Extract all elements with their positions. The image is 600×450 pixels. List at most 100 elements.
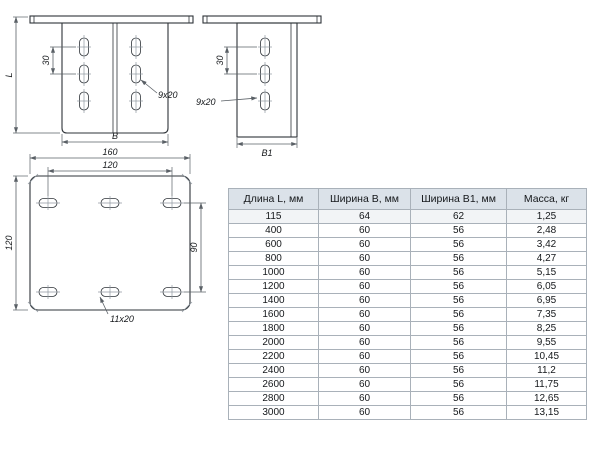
- slot-callout-side-label: 9x20: [196, 97, 216, 107]
- table-cell: 56: [410, 293, 507, 308]
- table-cell: 9,55: [506, 335, 587, 350]
- table-header-row: Длина L, мм Ширина B, мм Ширина B1, мм М…: [228, 188, 587, 210]
- table-cell: 60: [318, 279, 411, 294]
- dim-120-left: 120: [4, 175, 28, 311]
- table-header-width-b1: Ширина B1, мм: [410, 188, 507, 210]
- table-cell: 60: [318, 377, 411, 392]
- dim-L-label: L: [4, 72, 14, 77]
- table-cell: 800: [228, 251, 319, 266]
- spec-table: Длина L, мм Ширина B, мм Ширина B1, мм М…: [228, 188, 587, 420]
- table-cell: 2400: [228, 363, 319, 378]
- table-cell: 60: [318, 293, 411, 308]
- table-cell: 60: [318, 363, 411, 378]
- table-cell: 56: [410, 405, 507, 420]
- side-flange-outline: [202, 15, 322, 24]
- dim-120-top: 120: [47, 160, 173, 196]
- table-cell: 2000: [228, 335, 319, 350]
- table-cell: 2200: [228, 349, 319, 364]
- table-cell: 7,35: [506, 307, 587, 322]
- table-cell: 60: [318, 251, 411, 266]
- table-cell: 6,05: [506, 279, 587, 294]
- table-cell: 56: [410, 279, 507, 294]
- table-cell: 56: [410, 223, 507, 238]
- dim-90: 90: [184, 202, 206, 293]
- dim-30-side-label: 30: [215, 55, 225, 65]
- table-cell: 1200: [228, 279, 319, 294]
- side-slots: [257, 34, 273, 114]
- table-cell: 3000: [228, 405, 319, 420]
- table-cell: 60: [318, 349, 411, 364]
- front-view: 30 L B 9x20: [4, 15, 194, 146]
- dim-L: L: [4, 16, 60, 134]
- table-cell: 60: [318, 223, 411, 238]
- table-cell: 2800: [228, 391, 319, 406]
- dim-30-side: 30: [215, 46, 257, 75]
- table-cell: 12,65: [506, 391, 587, 406]
- table-cell: 2600: [228, 377, 319, 392]
- table-cell: 60: [318, 405, 411, 420]
- table-cell: 5,15: [506, 265, 587, 280]
- side-body-outline: [236, 22, 298, 138]
- slot-callout-side: 9x20: [196, 96, 258, 107]
- table-cell: 400: [228, 223, 319, 238]
- table-cell: 13,15: [506, 405, 587, 420]
- dim-120-left-label: 120: [4, 235, 14, 250]
- table-cell: 11,2: [506, 363, 587, 378]
- table-header-mass: Масса, кг: [506, 188, 587, 210]
- slot-callout-front-label: 9x20: [158, 90, 178, 100]
- table-cell: 56: [410, 335, 507, 350]
- front-flange-outline: [29, 15, 194, 24]
- dim-160: 160: [29, 147, 191, 174]
- table-cell: 6,95: [506, 293, 587, 308]
- table-cell: 60: [318, 265, 411, 280]
- front-slots: [76, 34, 144, 114]
- table-cell: 8,25: [506, 321, 587, 336]
- table-cell: 56: [410, 363, 507, 378]
- plan-plate-outline: [29, 175, 191, 311]
- table-cell: 1400: [228, 293, 319, 308]
- table-cell: 115: [228, 209, 319, 224]
- table-cell: 1000: [228, 265, 319, 280]
- slot-callout-front: 9x20: [140, 79, 178, 100]
- table-cell: 11,75: [506, 377, 587, 392]
- table-cell: 3,42: [506, 237, 587, 252]
- table-cell: 1800: [228, 321, 319, 336]
- table-cell: 10,45: [506, 349, 587, 364]
- table-cell: 56: [410, 377, 507, 392]
- table-cell: 60: [318, 321, 411, 336]
- side-view: 30 9x20 B1: [196, 15, 322, 158]
- table-cell: 600: [228, 237, 319, 252]
- table-cell: 56: [410, 251, 507, 266]
- table-cell: 56: [410, 321, 507, 336]
- table-cell: 56: [410, 391, 507, 406]
- table-header-length: Длина L, мм: [228, 188, 319, 210]
- table-cell: 56: [410, 237, 507, 252]
- table-cell: 60: [318, 237, 411, 252]
- dim-B1-label: B1: [261, 148, 272, 158]
- dim-B-label: B: [112, 131, 118, 141]
- table-cell: 2,48: [506, 223, 587, 238]
- table-cell: 56: [410, 307, 507, 322]
- slot-callout-plan-label: 11x20: [110, 314, 134, 324]
- table-cell: 60: [318, 335, 411, 350]
- table-cell: 62: [410, 209, 507, 224]
- dim-B1: B1: [236, 138, 298, 158]
- slot-callout-plan: 11x20: [99, 296, 134, 324]
- table-cell: 1600: [228, 307, 319, 322]
- dim-90-label: 90: [189, 242, 199, 252]
